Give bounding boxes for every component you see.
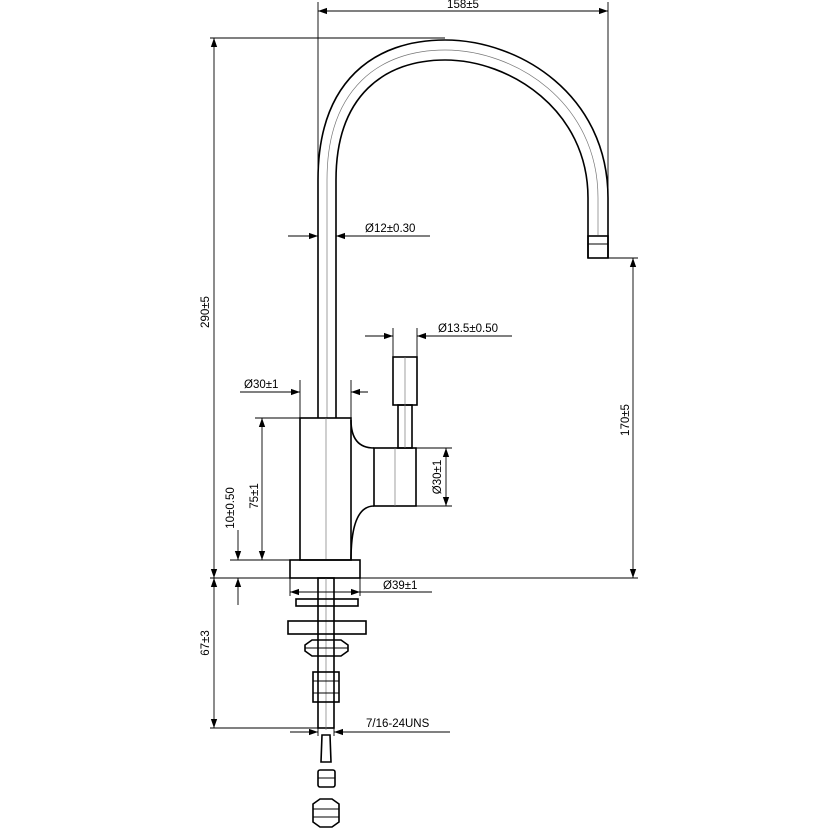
- ferrule-insert: [320, 734, 332, 763]
- faucet-outline: [287, 39, 609, 828]
- dimension-label: 10±0.50: [225, 487, 237, 529]
- dimension-base-ring-height: 10±0.50: [225, 487, 242, 605]
- base-ring: [289, 559, 361, 579]
- dimension-thread-spec: 7/16-24UNS: [290, 718, 450, 736]
- dimension-lever-handle-diameter: Ø13.5±0.50: [365, 323, 512, 340]
- dimension-label: 7/16-24UNS: [366, 718, 430, 730]
- spout-hidden-line: [326, 49, 599, 418]
- spout-outer-edge: [317, 39, 609, 418]
- compression-nut: [312, 798, 340, 828]
- body-cylinder: [299, 417, 352, 561]
- dimension-overall-width: 158±5: [318, 0, 608, 15]
- dimension-label: Ø30±1: [244, 379, 278, 391]
- dimension-overall-height: 290±5: [200, 38, 218, 578]
- spout-inner-edge: [335, 59, 589, 418]
- extension-lines: [210, 2, 638, 736]
- dimension-label: Ø39±1: [383, 580, 417, 592]
- dimension-body-height: 75±1: [249, 418, 266, 560]
- washer-upper: [295, 598, 359, 607]
- mounting-plate: [287, 620, 367, 635]
- dimension-handle-hub-diameter: Ø30±1: [432, 448, 450, 506]
- dimension-label: 158±5: [447, 0, 479, 11]
- dimension-label: Ø13.5±0.50: [438, 323, 498, 335]
- hex-coupling: [312, 671, 340, 703]
- dimension-label: 290±5: [200, 296, 212, 328]
- dimension-spout-tube-diameter: Ø12±0.30: [288, 223, 430, 240]
- dimension-label: Ø12±0.30: [365, 223, 415, 235]
- compression-sleeve: [317, 769, 336, 788]
- dimension-label: 75±1: [249, 483, 261, 509]
- handle-hub-fillet-bottom: [350, 505, 375, 561]
- handle-hub-fillet-top: [350, 419, 375, 449]
- dimension-body-diameter: Ø30±1: [240, 379, 368, 396]
- dimension-label: Ø30±1: [432, 460, 444, 494]
- dimension-label: 170±5: [620, 404, 632, 436]
- dimension-label: 67±3: [200, 630, 212, 656]
- dimension-spout-clearance: 170±5: [620, 258, 637, 578]
- fixing-nut: [304, 639, 349, 657]
- dimension-shank-length: 67±3: [200, 578, 218, 728]
- dimension-base-diameter: Ø39±1: [290, 580, 432, 596]
- aerator-tip: [587, 235, 609, 259]
